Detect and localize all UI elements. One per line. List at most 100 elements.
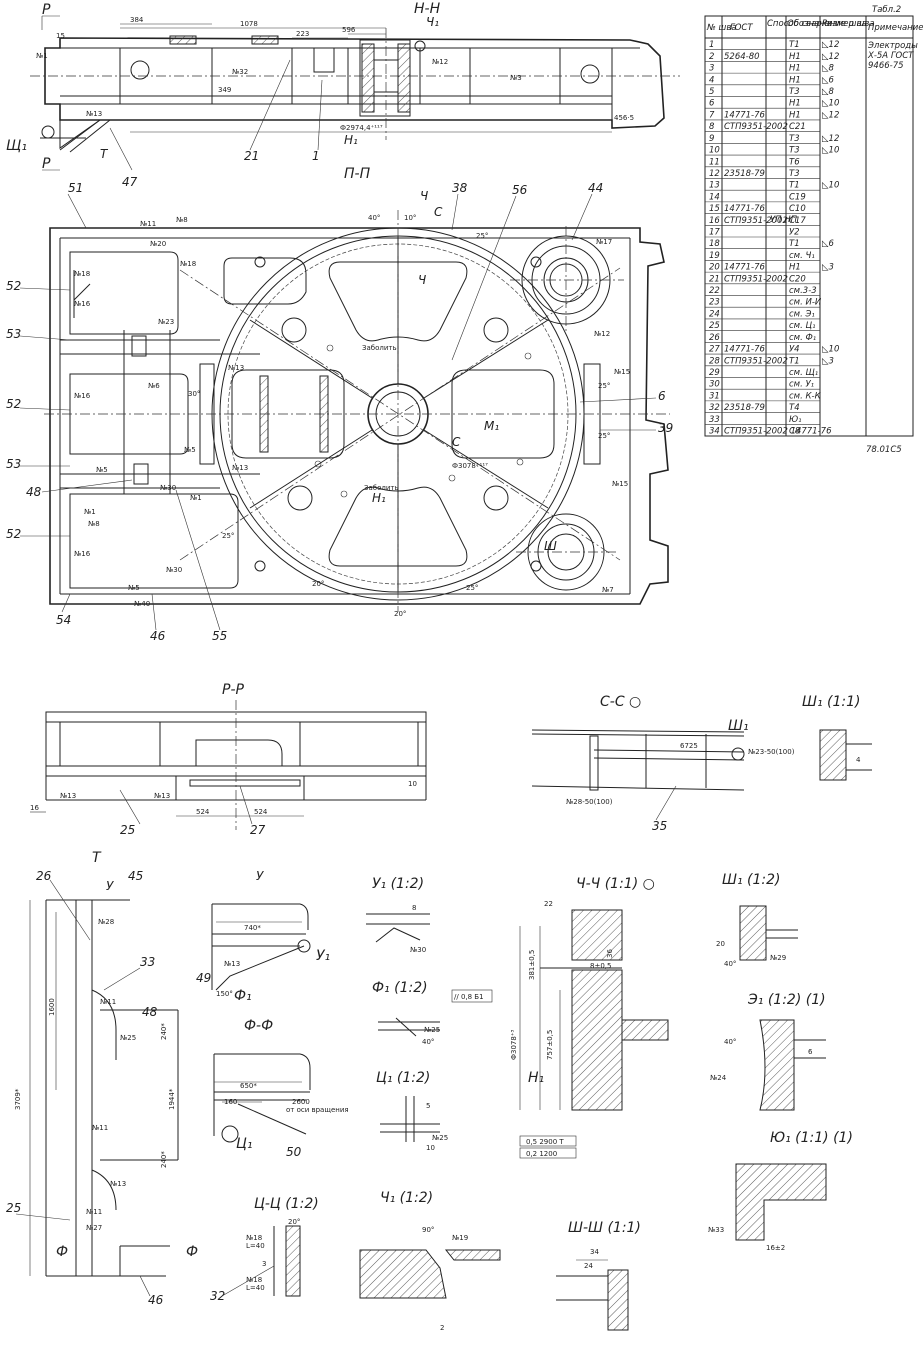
view-title-cc2: Ц-Ц (1:2)	[254, 1196, 319, 1212]
angle-10: 10°	[404, 214, 416, 222]
dim-sh1b: 20	[716, 940, 725, 948]
tol-box: // 0,8 Б1	[454, 993, 484, 1001]
dim-596: 596	[342, 26, 356, 34]
weld-rr-1: №13	[60, 792, 76, 800]
section-view-u: У 740* 150° №13 У₁ Ф₁	[211, 869, 330, 1004]
part-21: 26	[36, 869, 52, 883]
weld-u-13: №13	[224, 960, 240, 968]
weld-n15: №30	[160, 484, 176, 492]
dim-36: 36	[606, 949, 614, 958]
view-title-rr: Р-Р	[222, 682, 244, 698]
part-23: 33	[140, 955, 155, 969]
weld-n11: №13	[228, 364, 244, 372]
dim-240b: 240*	[160, 1151, 168, 1168]
weld-t-6: №11	[86, 1208, 102, 1216]
weld-n16: №17	[596, 238, 612, 246]
weld-n20: №40	[134, 600, 150, 608]
note-zab2: Заболить	[364, 484, 399, 492]
cut-f-left: Ф	[56, 1244, 68, 1260]
weld-cc-1: №23-50(100)	[748, 748, 795, 756]
angle-25-right2: 25°	[598, 432, 610, 440]
weld-n7: №16	[74, 550, 91, 558]
label-h1-pp: Н₁	[372, 491, 386, 505]
detail-yu1: Ю₁ (1:1) (1) №33 16±2	[708, 1130, 853, 1252]
part-15: 21	[244, 149, 259, 163]
weld-t-3: №11	[92, 1124, 108, 1132]
view-title-u1: У₁ (1:2)	[372, 876, 424, 892]
angle-e1: 40°	[724, 1038, 736, 1046]
section-view-chch: Ч-Ч (1:1) ○ 22 36 8±0,5 381±0,5 757±0,5 …	[451, 876, 669, 1159]
dim-10: 10	[408, 780, 417, 788]
tol-1: 0,5 2900 Т	[526, 1138, 564, 1146]
angle-25-right: 25°	[598, 382, 610, 390]
weld-n13: №12	[594, 330, 610, 338]
angle-ch1: 90°	[422, 1226, 434, 1234]
dim-u1-8: 8	[412, 904, 416, 912]
dim-240: 240*	[160, 1023, 168, 1040]
weld-13: №13	[86, 110, 102, 118]
weld-rr-2: №13	[154, 792, 170, 800]
cut-p-bottom: Р	[42, 156, 51, 172]
weld-yu1: №33	[708, 1226, 724, 1234]
part-10: 48	[26, 485, 42, 499]
view-title-e1: Э₁ (1:2) (1)	[747, 992, 826, 1008]
part-2: 56	[512, 183, 528, 197]
weld-32: №32	[232, 68, 248, 76]
weld-n5: №16	[74, 300, 91, 308]
part-8: 52	[6, 397, 21, 411]
weld-n8: №23	[158, 318, 174, 326]
cut-ch-mid: Ч	[418, 273, 426, 287]
dim-349: 349	[218, 86, 231, 94]
cut-c-top: С	[434, 205, 443, 219]
angle-30: 30°	[188, 390, 200, 398]
weld-t-2: №25	[120, 1034, 136, 1042]
dim-1600: 1600	[48, 998, 56, 1016]
weld-n9: №5	[96, 466, 108, 474]
angle-25-bottom: 25°	[466, 584, 478, 592]
angle-f1: 40°	[422, 1038, 434, 1046]
view-title-ff: Ф-Ф	[244, 1018, 273, 1034]
dim-c1-10: 10	[426, 1144, 435, 1152]
section-view-ff: Ф-Ф 650* 160 2600 от оси вращения Ц₁	[213, 1018, 349, 1152]
view-title-u: У	[256, 869, 264, 883]
dim-dia-2974: Ф2974,4⁺¹¹⁷	[340, 124, 383, 132]
part-11: 52	[6, 527, 21, 541]
weld-1: №1	[36, 52, 48, 60]
weld-n22: №30	[166, 566, 182, 574]
section-view-nn: Н-Н Ч₁ 384	[6, 1, 680, 172]
part-26: 50	[286, 1145, 302, 1159]
detail-c1: Ц₁ (1:2) 5 №25 10	[376, 1070, 448, 1152]
part-29: 46	[148, 1293, 164, 1307]
dim-740: 740*	[244, 924, 261, 932]
section-view-shsh: Ш-Ш (1:1) 34 24	[556, 1220, 641, 1331]
weld-n17: №1	[190, 494, 202, 502]
dim-16: 16	[30, 804, 39, 812]
view-title-t: Т	[92, 850, 102, 866]
dim-sh1: 4	[856, 756, 861, 764]
dim-yu1: 16±2	[766, 1244, 785, 1252]
section-view-t: Т У 3709* 1600 240* 1944* 240* №28 №11 №…	[14, 850, 198, 1277]
dim-34: 34	[590, 1248, 599, 1256]
part-18: 25	[120, 823, 135, 837]
weld-c1: №25	[432, 1134, 448, 1142]
label-f1: Ф₁	[234, 988, 252, 1004]
weld-n12: №1	[84, 508, 96, 516]
part-callouts: 51 38 56 44 52 53 6 39 52 53 48 52 54 46…	[6, 59, 673, 1307]
weld-e1: №24	[710, 1074, 727, 1082]
dim-160: 160	[224, 1098, 237, 1106]
tol-2: 0,2 1200	[526, 1150, 557, 1158]
note-axis: от оси вращения	[286, 1106, 349, 1114]
weld-n4: №18	[74, 270, 90, 278]
dim-24: 24	[584, 1262, 593, 1270]
weld-n18: №13	[232, 464, 248, 472]
angle-25-top: 25°	[476, 232, 488, 240]
detail-u1: У₁ (1:2) 8 №30	[366, 876, 430, 954]
part-25: 49	[196, 971, 211, 985]
weld-cc2-l1: L=40	[246, 1242, 265, 1250]
detail-ch1: Ч₁ (1:2) 90° №19	[359, 1190, 501, 1299]
dim-c1-5: 5	[426, 1102, 430, 1110]
part-20: 35	[652, 819, 667, 833]
weld-cc2-l2: L=40	[246, 1284, 265, 1292]
weld-sh1b: №29	[770, 954, 786, 962]
